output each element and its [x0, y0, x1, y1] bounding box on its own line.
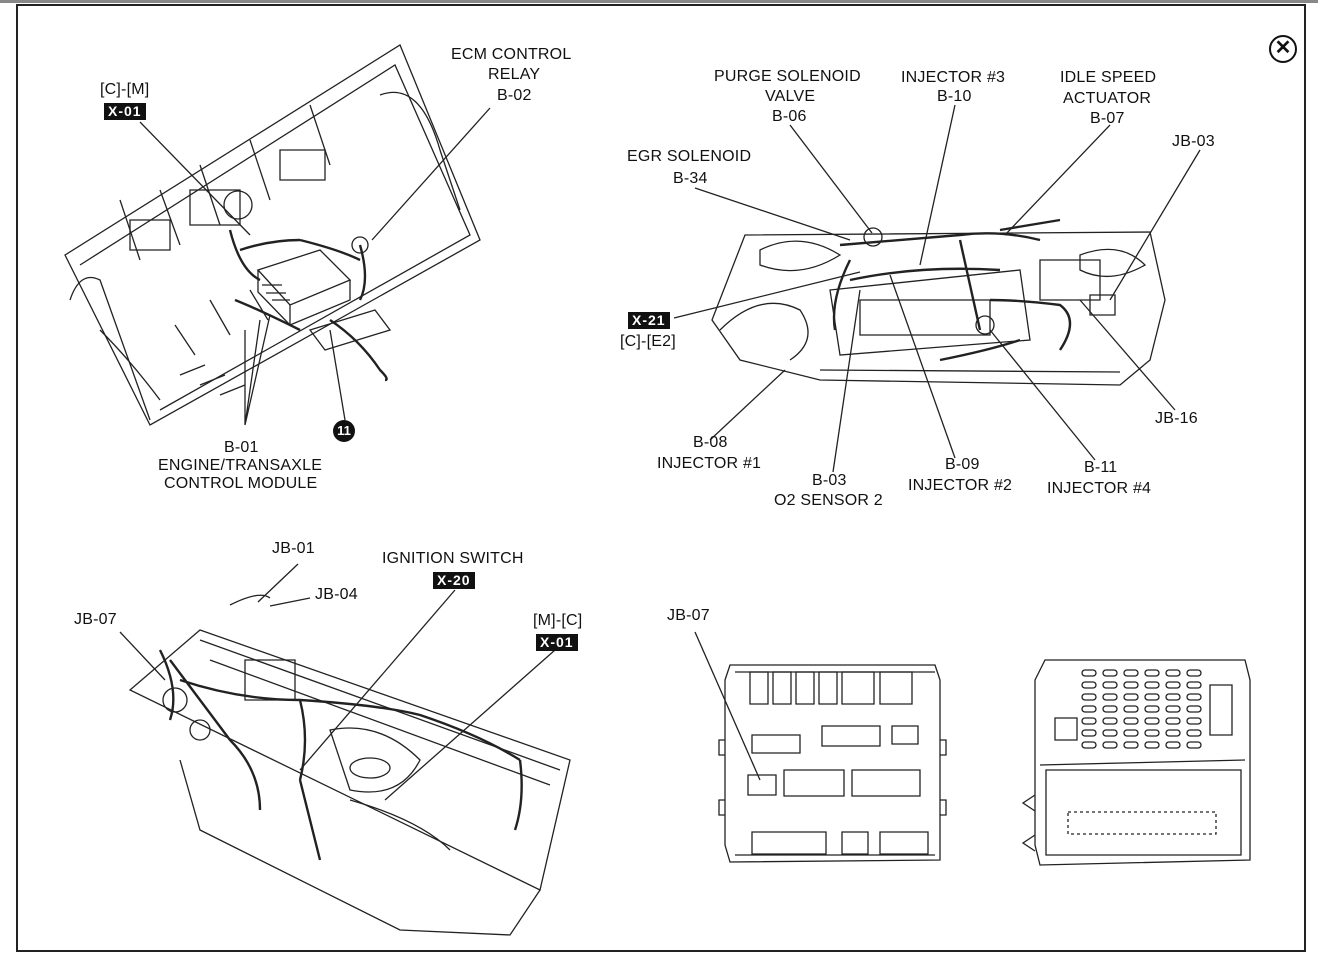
purge-valve-label-line1: PURGE SOLENOID	[714, 68, 861, 85]
ecm-connector-tag[interactable]: X-01	[104, 103, 146, 120]
jb01-label: JB-01	[272, 540, 315, 557]
close-icon[interactable]: ✕	[1269, 35, 1297, 63]
injector4-code: B-11	[1084, 459, 1118, 476]
dashboard-harness-drawing	[119, 563, 571, 936]
purge-valve-label-line2: VALVE	[765, 88, 816, 105]
o2-sensor-code: B-03	[812, 472, 847, 489]
ecm-ground-badge: 11	[333, 420, 355, 442]
ecm-relay-label-line1: ECM CONTROL	[451, 46, 572, 63]
dash-connector-ref: [M]-[C]	[533, 612, 583, 629]
ignition-connector-tag[interactable]: X-20	[433, 572, 475, 589]
ecm-module-code: B-01	[224, 439, 259, 456]
idle-actuator-code: B-07	[1090, 110, 1125, 127]
egr-solenoid-code: B-34	[673, 170, 708, 187]
o2-sensor-label: O2 SENSOR 2	[774, 492, 883, 509]
engine-connector-ref: [C]-[E2]	[620, 333, 676, 350]
diagram-frame	[16, 4, 1306, 952]
dash-jb07-label: JB-07	[74, 611, 117, 628]
injector3-label: INJECTOR #3	[901, 69, 1006, 86]
jb04-label: JB-04	[315, 586, 358, 603]
injector2-code: B-09	[945, 456, 980, 473]
ecm-relay-code: B-02	[497, 87, 532, 104]
dash-connector-tag[interactable]: X-01	[536, 634, 578, 651]
ecm-module-label-line2: CONTROL MODULE	[164, 475, 318, 492]
injector1-label: INJECTOR #1	[657, 455, 762, 472]
ecm-relay-label-line2: RELAY	[488, 66, 541, 83]
junction-block-front-drawing	[694, 631, 947, 863]
junction-block-rear-drawing	[1021, 659, 1251, 866]
top-rule	[0, 0, 1318, 3]
jb16-label: JB-16	[1155, 410, 1198, 427]
egr-solenoid-label: EGR SOLENOID	[627, 148, 752, 165]
injector2-label: INJECTOR #2	[908, 477, 1013, 494]
ignition-switch-label: IGNITION SWITCH	[382, 550, 524, 567]
purge-valve-code: B-06	[772, 108, 807, 125]
injector4-label: INJECTOR #4	[1047, 480, 1152, 497]
idle-actuator-label-line2: ACTUATOR	[1063, 90, 1152, 107]
jb03-label: JB-03	[1172, 133, 1215, 150]
injector1-code: B-08	[693, 434, 728, 451]
ecm-firewall-drawing	[64, 44, 491, 426]
junction-block-slots	[1081, 669, 1202, 749]
injector3-code: B-10	[937, 88, 972, 105]
junction-jb07-label: JB-07	[667, 607, 710, 624]
engine-connector-tag[interactable]: X-21	[628, 312, 670, 329]
ecm-connector-ref: [C]-[M]	[100, 81, 150, 98]
engine-compartment-drawing	[673, 104, 1201, 473]
idle-actuator-label-line1: IDLE SPEED	[1060, 69, 1157, 86]
ecm-module-label-line1: ENGINE/TRANSAXLE	[158, 457, 323, 474]
